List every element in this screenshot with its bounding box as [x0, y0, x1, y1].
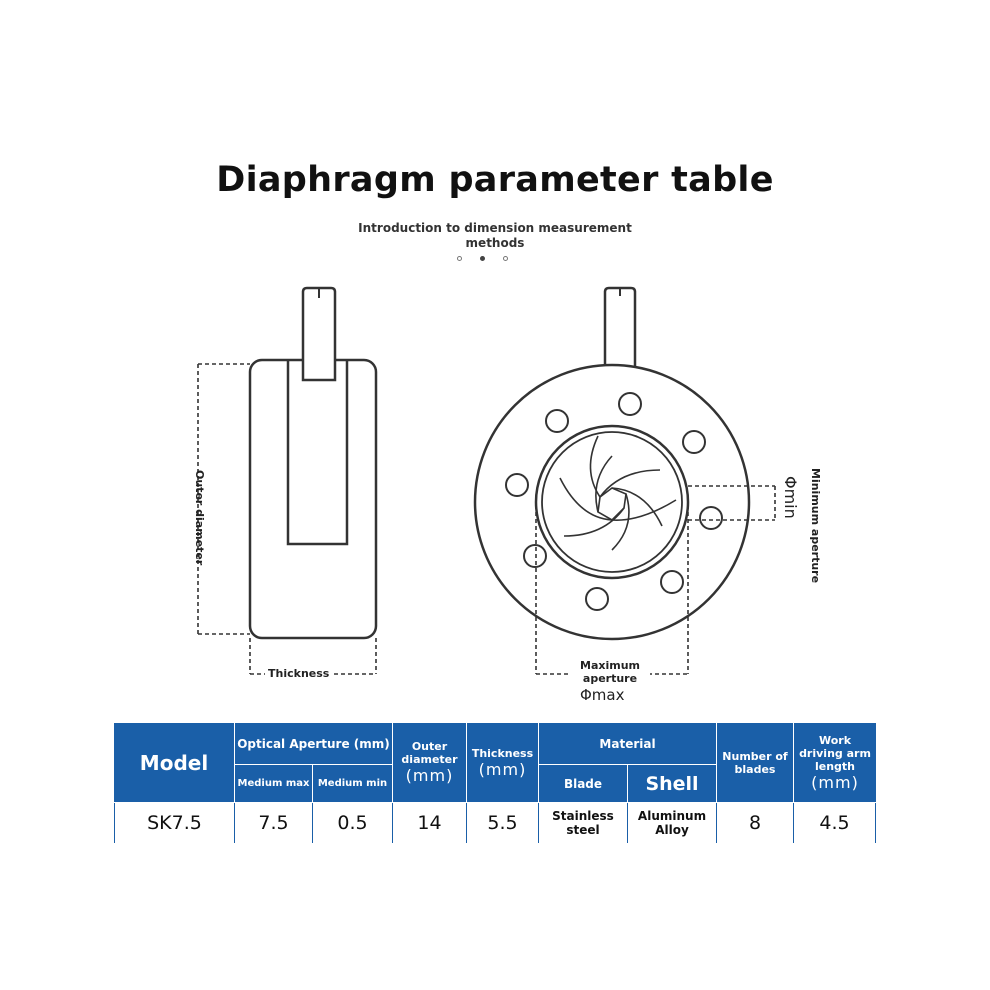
header-material: Material	[539, 723, 717, 765]
cell-model: SK7.5	[114, 803, 235, 843]
header-thickness-text: Thickness	[471, 746, 534, 760]
cell-shell: Aluminum Alloy	[628, 803, 717, 843]
carousel-dot[interactable]	[503, 256, 508, 261]
header-work-driving-arm: Work driving arm length (mm)	[794, 723, 876, 803]
header-blade: Blade	[539, 765, 628, 803]
carousel-indicator	[455, 256, 515, 266]
front-view	[473, 286, 776, 675]
cell-outer-diameter: 14	[393, 803, 467, 843]
cell-medium-min: 0.5	[313, 803, 393, 843]
carousel-dot-active[interactable]	[480, 256, 485, 261]
header-shell: Shell	[628, 765, 717, 803]
cell-thickness: 5.5	[467, 803, 539, 843]
side-view-body	[248, 358, 378, 640]
header-medium-min: Medium min	[313, 765, 393, 803]
phi-max-label: Φmax	[580, 686, 625, 704]
parameter-table: Model Optical Aperture (mm) Medium max M…	[114, 723, 876, 843]
minimum-aperture-label: Minimum aperture	[809, 468, 822, 584]
header-arm-unit: (mm)	[811, 772, 859, 792]
header-optical-aperture: Optical Aperture (mm)	[235, 723, 393, 765]
cell-number-of-blades: 8	[717, 803, 794, 843]
header-thickness: Thickness (mm)	[467, 723, 539, 803]
side-view	[197, 286, 378, 675]
page-title: Diaphragm parameter table	[216, 160, 774, 200]
phi-min-label: Φmin	[781, 476, 800, 519]
maximum-aperture-label: Maximum aperture	[570, 659, 650, 685]
thickness-label: Thickness	[265, 667, 333, 680]
header-outer-diameter-text: Outer diameter	[401, 740, 458, 766]
header-medium-max: Medium max	[235, 765, 313, 803]
iris-blades	[559, 435, 677, 551]
page-subtitle: Introduction to dimension measurement me…	[358, 221, 632, 250]
outer-diameter-label: Outer diameter	[193, 470, 206, 566]
front-view-outer-ring	[473, 363, 751, 641]
cell-blade: Stainless steel	[539, 803, 628, 843]
header-outer-diameter: Outer diameter (mm)	[393, 723, 467, 803]
cell-arm-length: 4.5	[794, 803, 876, 843]
header-outer-diameter-unit: (mm)	[405, 766, 454, 785]
carousel-dot[interactable]	[457, 256, 462, 261]
side-view-slot	[286, 360, 349, 546]
header-number-of-blades: Number of blades	[717, 723, 794, 803]
front-view-aperture-housing	[534, 424, 690, 580]
cell-medium-max: 7.5	[235, 803, 313, 843]
side-view-arm	[301, 286, 337, 382]
header-arm-text: Work driving arm length	[799, 733, 871, 773]
front-view-arm	[603, 286, 637, 368]
header-model: Model	[114, 723, 235, 803]
header-thickness-unit: (mm)	[478, 759, 527, 779]
